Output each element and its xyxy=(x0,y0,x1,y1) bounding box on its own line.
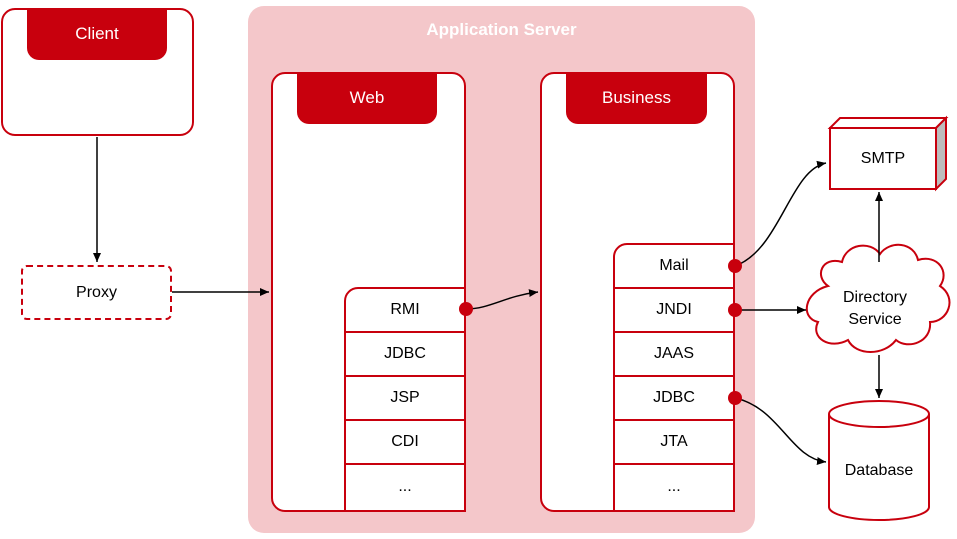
smtp-node xyxy=(827,115,949,192)
jdbc-port-dot xyxy=(728,391,742,405)
business-tier-title: Business xyxy=(566,72,707,124)
jndi-port-dot xyxy=(728,303,742,317)
web-api-stack: RMI JDBC JSP CDI ... xyxy=(344,287,466,512)
web-api-more: ... xyxy=(398,478,412,495)
database-node xyxy=(828,400,930,521)
directory-service-label-line1: Directory xyxy=(842,289,907,306)
directory-service-label-line2: Service xyxy=(848,311,902,328)
smtp-label: SMTP xyxy=(860,150,906,167)
application-server-title: Application Server xyxy=(426,20,577,39)
web-tier-title: Web xyxy=(297,72,437,124)
client-title: Client xyxy=(27,8,167,60)
database-label: Database xyxy=(844,462,914,479)
business-api-jta: JTA xyxy=(615,421,733,465)
business-api-jaas: JAAS xyxy=(615,333,733,377)
business-api-stack: Mail JNDI JAAS JDBC JTA ... xyxy=(613,243,735,512)
business-api-jdbc: JDBC xyxy=(615,377,733,421)
web-api-jdbc: JDBC xyxy=(346,333,464,377)
directory-service-cloud xyxy=(805,244,951,353)
web-api-rmi: RMI xyxy=(346,289,464,333)
business-api-more: ... xyxy=(667,478,681,495)
rmi-port-dot xyxy=(459,302,473,316)
business-api-mail: Mail xyxy=(615,245,733,289)
business-api-jndi: JNDI xyxy=(615,289,733,333)
mail-port-dot xyxy=(728,259,742,273)
web-api-cdi: CDI xyxy=(346,421,464,465)
proxy-box: Proxy xyxy=(21,265,172,320)
web-api-jsp: JSP xyxy=(346,377,464,421)
